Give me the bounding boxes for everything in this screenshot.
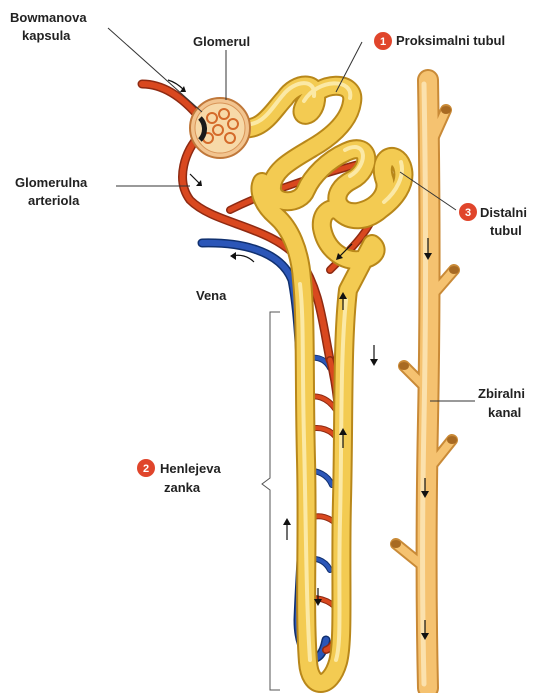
label-distalni-1: Distalni [480,205,527,220]
label-zbiralni-1: Zbiralni [478,386,525,401]
badge-2-number: 2 [143,463,149,475]
label-zanka: zanka [164,480,201,495]
label-zbiralni-2: kanal [488,405,521,420]
renal-tubule [240,83,403,683]
badge-3-number: 3 [465,207,471,219]
label-henlejeva: Henlejeva [160,461,221,476]
label-proksimalni-tubul: Proksimalni tubul [396,33,505,48]
label-bowmanova-2: kapsula [22,28,71,43]
label-glomerul: Glomerul [193,34,250,49]
label-distalni-2: tubul [490,223,522,238]
label-glomerulna-1: Glomerulna [15,175,88,190]
badge-1-number: 1 [380,36,386,48]
label-glomerulna-2: arteriola [28,193,80,208]
bowman-capsule [190,98,250,158]
henle-brace [262,312,280,690]
label-vena: Vena [196,288,227,303]
label-bowmanova-1: Bowmanova [10,10,87,25]
